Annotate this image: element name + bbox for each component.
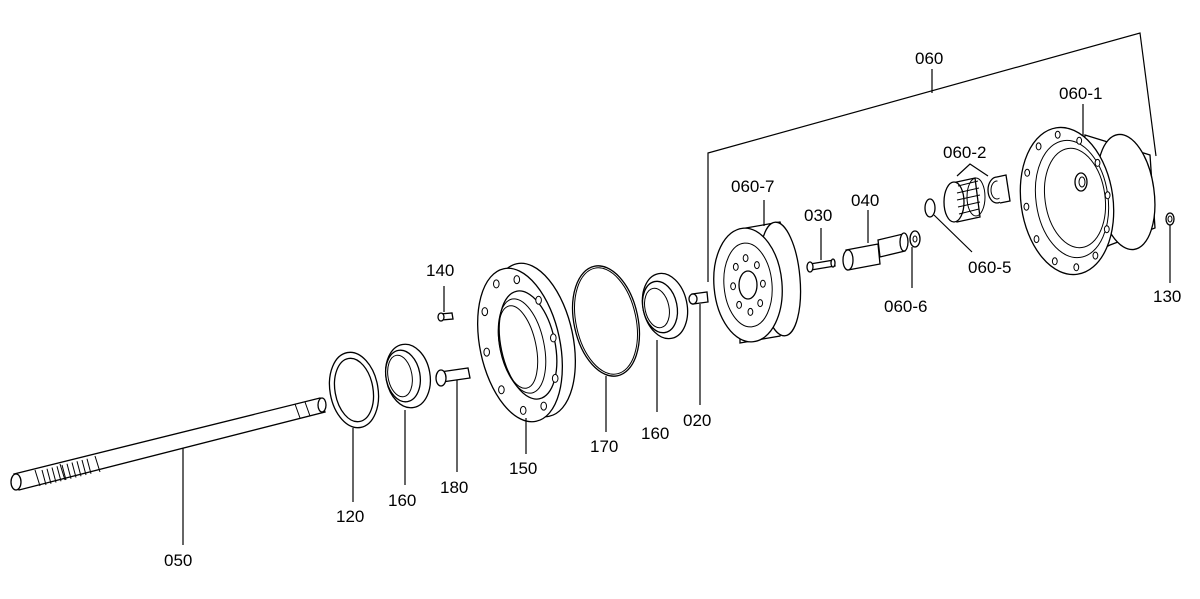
label-030: 030 xyxy=(804,206,832,225)
bolt-hole xyxy=(498,385,505,395)
part-150-housing xyxy=(476,262,577,423)
label-060-2: 060-2 xyxy=(943,143,986,162)
flange-hole xyxy=(1035,142,1042,151)
label-050: 050 xyxy=(164,551,192,570)
bolt-hole xyxy=(493,279,500,289)
bolt-hole xyxy=(551,373,559,383)
part-160-bearing-right xyxy=(641,272,689,340)
part-030-bolt xyxy=(806,258,836,273)
bolt-hole xyxy=(513,275,521,285)
spline-mark xyxy=(46,468,52,484)
flange-hole xyxy=(1024,168,1031,177)
part-060-7-carrier xyxy=(713,221,802,344)
spline-marks xyxy=(41,458,92,486)
bolt-hole xyxy=(481,307,489,317)
carrier-hole xyxy=(742,254,749,263)
label-060-6: 060-6 xyxy=(884,297,927,316)
carrier-hole xyxy=(754,261,760,270)
flange-hole xyxy=(1051,257,1058,266)
bolt-hole xyxy=(483,347,491,357)
carrier-hole xyxy=(757,299,764,308)
label-130: 130 xyxy=(1153,287,1181,306)
flange-hole xyxy=(1103,225,1110,234)
flange-hole xyxy=(1104,191,1111,200)
label-160-right: 160 xyxy=(641,424,669,443)
holes-060-7 xyxy=(730,254,766,316)
flange-hole xyxy=(1092,251,1099,260)
spline-mark xyxy=(56,466,62,482)
flange-hole xyxy=(1023,202,1030,211)
flange-hole xyxy=(1076,136,1083,145)
part-020-pin xyxy=(688,291,709,305)
part-140-screw xyxy=(437,312,454,322)
label-040: 040 xyxy=(851,191,879,210)
label-170: 170 xyxy=(590,437,618,456)
spline-mark xyxy=(71,462,77,478)
part-180-bolt xyxy=(435,367,471,387)
part-060-6-washer xyxy=(909,230,921,248)
bolt-holes-150 xyxy=(481,275,559,415)
part-060-1-housing xyxy=(1019,126,1156,276)
bolt-hole xyxy=(550,333,557,343)
part-060-5-snap-ring xyxy=(924,198,936,218)
bolt-hole xyxy=(540,401,548,411)
label-160-left: 160 xyxy=(388,491,416,510)
part-050-shaft xyxy=(10,397,327,491)
spline-mark xyxy=(61,464,67,481)
flange-hole xyxy=(1073,263,1080,272)
label-060-1: 060-1 xyxy=(1059,84,1102,103)
part-040-sun-gear xyxy=(842,232,909,271)
spline-mark xyxy=(41,469,47,486)
part-130-plug xyxy=(1165,212,1175,226)
part-060-2-planet-gear xyxy=(943,174,1011,223)
part-120-seal-ring xyxy=(328,351,380,429)
flange-hole xyxy=(1033,235,1040,244)
label-150: 150 xyxy=(509,459,537,478)
carrier-hole xyxy=(732,262,739,271)
spline-mark xyxy=(76,461,82,477)
carrier-hole xyxy=(736,300,742,309)
label-120: 120 xyxy=(336,507,364,526)
spline-mark xyxy=(86,458,92,474)
label-060: 060 xyxy=(915,49,943,68)
flange-hole xyxy=(1094,158,1101,167)
spline-mark xyxy=(81,459,87,476)
label-140: 140 xyxy=(426,261,454,280)
carrier-hole xyxy=(760,279,766,288)
label-020: 020 xyxy=(683,411,711,430)
label-060-7: 060-7 xyxy=(731,177,774,196)
part-170-o-ring xyxy=(571,265,641,377)
bolt-hole xyxy=(519,405,527,415)
part-160-bearing-left xyxy=(384,343,432,409)
holes-060-1 xyxy=(1023,130,1111,272)
carrier-hole xyxy=(747,307,754,316)
leader-lines xyxy=(182,32,1171,545)
label-060-5: 060-5 xyxy=(968,258,1011,277)
label-180: 180 xyxy=(440,478,468,497)
bolt-hole xyxy=(535,295,542,305)
flange-hole xyxy=(1054,130,1061,139)
spline-mark xyxy=(51,467,57,483)
spline-mark xyxy=(66,463,72,479)
carrier-hole xyxy=(730,282,736,291)
